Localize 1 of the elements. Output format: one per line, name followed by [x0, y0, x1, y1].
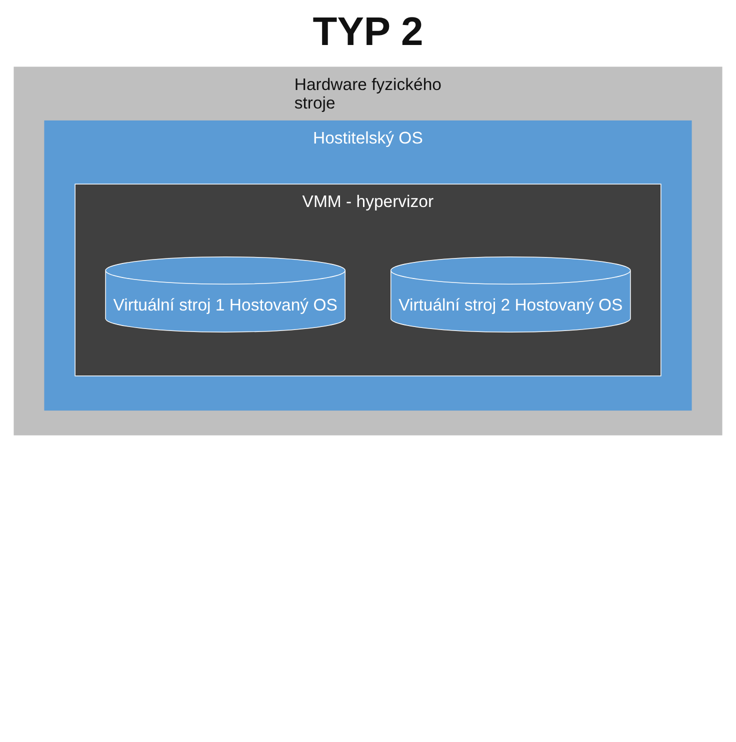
diagram-title: TYP 2	[312, 10, 424, 55]
